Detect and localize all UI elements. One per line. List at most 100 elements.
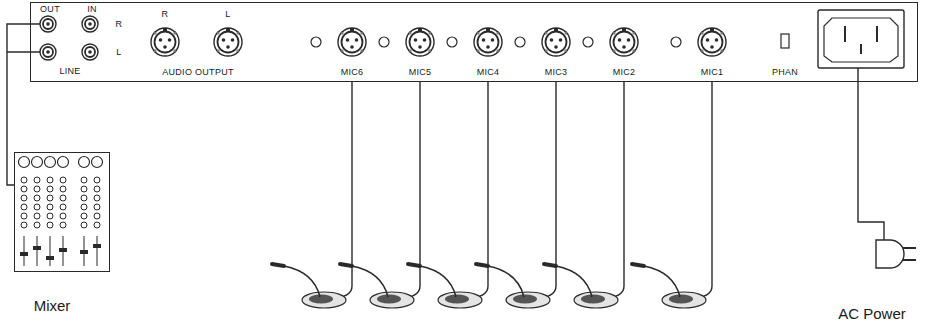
jack-hole xyxy=(88,50,92,54)
mic-capsule xyxy=(476,264,488,266)
jack-ring xyxy=(40,44,56,60)
xlr-screw xyxy=(633,50,635,52)
panel-label: OUT xyxy=(40,4,60,14)
panel-label: MIC5 xyxy=(409,67,432,77)
xlr-screw xyxy=(477,50,479,52)
mixer-knob xyxy=(94,177,100,183)
xlr-shell xyxy=(610,28,638,56)
xlr-shell xyxy=(151,28,179,56)
xlr-pin xyxy=(423,38,427,42)
xlr-pin xyxy=(482,38,486,42)
panel-label: R xyxy=(162,9,169,19)
xlr-screw xyxy=(429,50,431,52)
xlr-pin xyxy=(350,45,354,49)
xlr-screw xyxy=(545,32,547,34)
panel-label: L xyxy=(225,9,230,19)
mixer-knob xyxy=(21,186,27,192)
fader-track xyxy=(97,236,98,266)
mic-capsule xyxy=(544,264,556,266)
xlr-latch xyxy=(622,28,626,31)
xlr-insert xyxy=(546,32,567,53)
xlr-screw xyxy=(341,50,343,52)
xlr-pin xyxy=(491,38,495,42)
xlr-insert xyxy=(342,32,363,53)
panel-label: R xyxy=(116,19,123,29)
xlr-connector xyxy=(338,28,366,56)
xlr-screw xyxy=(633,32,635,34)
fader-knob xyxy=(46,256,54,260)
fader-knob xyxy=(93,244,101,248)
mixer-knob xyxy=(81,195,87,201)
mixer-knob xyxy=(81,186,87,192)
mixer-knob xyxy=(34,222,40,228)
mixer-meter xyxy=(19,157,30,168)
jack-hole xyxy=(46,50,50,54)
xlr-screw xyxy=(701,50,703,52)
mixer-meter xyxy=(32,157,43,168)
xlr-connector xyxy=(151,28,179,56)
mixer-knob xyxy=(94,213,100,219)
mic-base xyxy=(370,292,414,308)
xlr-pin xyxy=(622,45,626,49)
xlr-screw xyxy=(721,50,723,52)
fader-knob xyxy=(33,246,41,250)
device-label: Mixer xyxy=(34,297,71,314)
mixer-knob xyxy=(47,222,53,228)
fader-knob xyxy=(59,248,67,252)
xlr-pin xyxy=(554,45,558,49)
mic-gooseneck xyxy=(556,266,592,297)
mic-cable xyxy=(540,82,556,298)
panel-label: L xyxy=(116,47,121,57)
mixer-knob xyxy=(21,204,27,210)
xlr-connector xyxy=(698,28,726,56)
xlr-shell xyxy=(542,28,570,56)
xlr-screw xyxy=(174,32,176,34)
jack-socket xyxy=(43,19,53,29)
line-jack xyxy=(82,44,98,60)
xlr-screw xyxy=(497,50,499,52)
mixer-knob xyxy=(47,195,53,201)
panel-label: MIC4 xyxy=(477,67,500,77)
mic-gooseneck xyxy=(352,266,388,297)
line-wire xyxy=(7,24,40,52)
mic-cable xyxy=(696,82,712,298)
mixer-knob xyxy=(34,177,40,183)
xlr-pin xyxy=(486,45,490,49)
xlr-screw xyxy=(565,50,567,52)
mic-capsule xyxy=(272,264,284,266)
mixer-knob xyxy=(34,186,40,192)
mixer-knob xyxy=(60,204,66,210)
xlr-pin xyxy=(222,38,226,42)
mic-gooseneck xyxy=(420,266,456,297)
panel-label: MIC1 xyxy=(701,67,724,77)
panel-label: MIC3 xyxy=(545,67,568,77)
panel-label: IN xyxy=(87,4,97,14)
xlr-insert xyxy=(218,32,239,53)
jack-hole xyxy=(88,22,92,26)
mixer-knob xyxy=(47,204,53,210)
mixer-knob xyxy=(60,186,66,192)
xlr-insert xyxy=(155,32,176,53)
xlr-latch xyxy=(554,28,558,31)
xlr-screw xyxy=(154,50,156,52)
xlr-pin xyxy=(226,45,230,49)
xlr-insert xyxy=(702,32,723,53)
gain-knob xyxy=(447,37,457,47)
mixer-knob xyxy=(21,222,27,228)
xlr-pin xyxy=(163,45,167,49)
mixer-knob xyxy=(60,177,66,183)
mixer-meter xyxy=(79,157,90,168)
xlr-connector xyxy=(214,28,242,56)
xlr-pin xyxy=(706,38,710,42)
line-jack xyxy=(40,16,56,32)
fader-track xyxy=(24,236,25,266)
signal-cable xyxy=(7,24,30,185)
gain-knob xyxy=(515,37,525,47)
socket-pin xyxy=(860,44,862,54)
xlr-screw xyxy=(701,32,703,34)
mic-base-top xyxy=(377,295,401,304)
xlr-pin xyxy=(168,38,172,42)
